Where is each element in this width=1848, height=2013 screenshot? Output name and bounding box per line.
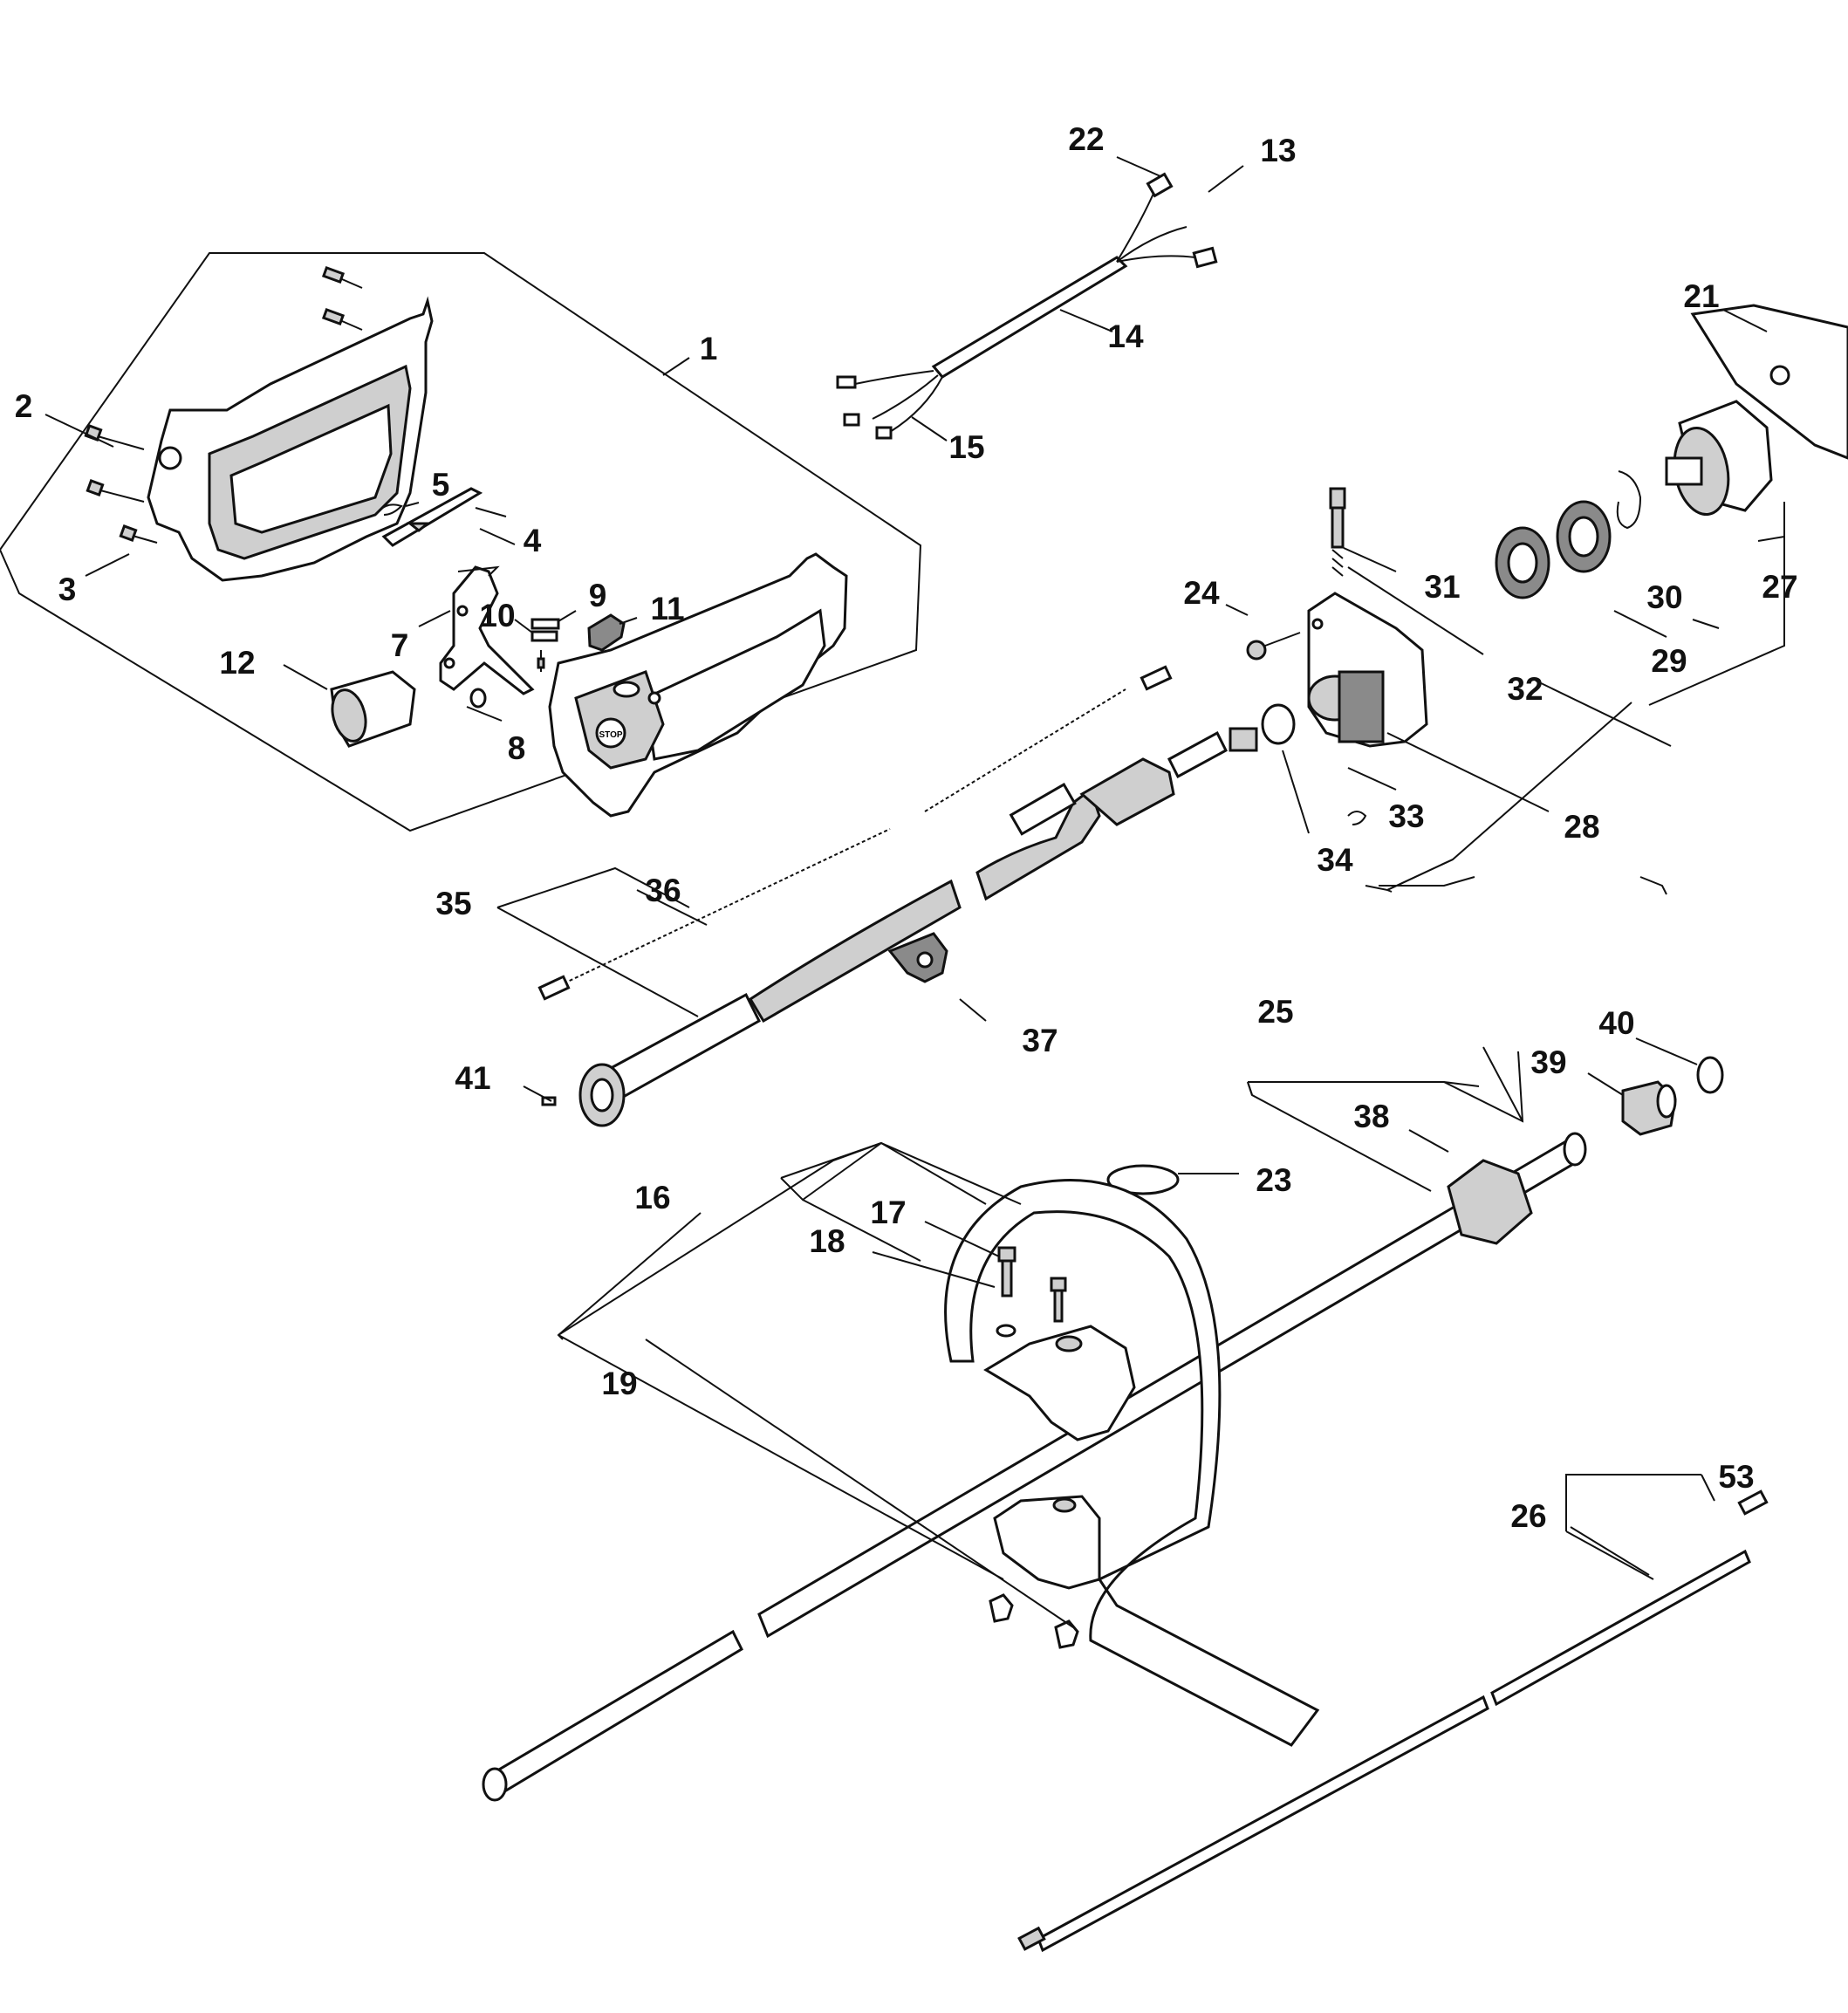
callout-7: 7 bbox=[391, 627, 409, 663]
callout-15: 15 bbox=[948, 429, 984, 465]
sleeve-part-12 bbox=[330, 670, 416, 748]
callout-33: 33 bbox=[1388, 798, 1424, 834]
callout-29: 29 bbox=[1651, 643, 1687, 679]
main-shaft-part-25 bbox=[482, 1132, 1587, 1802]
callout-38: 38 bbox=[1353, 1099, 1389, 1134]
callout-35: 35 bbox=[435, 886, 471, 921]
callout-18: 18 bbox=[809, 1223, 845, 1259]
callout-3: 3 bbox=[58, 572, 77, 607]
callout-22: 22 bbox=[1068, 121, 1104, 157]
callout-labels: 1 2 3 4 5 7 8 9 10 11 12 13 14 15 16 17 … bbox=[15, 121, 1798, 1534]
callout-41: 41 bbox=[455, 1060, 490, 1096]
plate-part-23 bbox=[1106, 1164, 1180, 1195]
callout-39: 39 bbox=[1530, 1044, 1566, 1080]
callout-23: 23 bbox=[1256, 1162, 1291, 1198]
clamp-part-37 bbox=[887, 932, 948, 983]
fitting-part-39 bbox=[1621, 1080, 1677, 1136]
drive-tube-part-35 bbox=[578, 730, 1228, 1127]
bolts-part-18 bbox=[996, 1246, 1067, 1338]
handle-right-half: STOP bbox=[548, 552, 848, 818]
drive-shaft-core-part-36 bbox=[537, 665, 1173, 1001]
callout-32: 32 bbox=[1507, 671, 1543, 707]
callout-31: 31 bbox=[1424, 569, 1460, 605]
small-parts-9-10 bbox=[530, 618, 560, 672]
callout-36: 36 bbox=[645, 873, 681, 908]
callout-37: 37 bbox=[1022, 1023, 1057, 1058]
callout-19: 19 bbox=[601, 1366, 637, 1401]
callout-27: 27 bbox=[1762, 569, 1797, 605]
trigger-part-7 bbox=[439, 565, 535, 695]
callout-1: 1 bbox=[700, 331, 718, 366]
callout-30: 30 bbox=[1646, 579, 1682, 615]
wiring-harness bbox=[836, 172, 1218, 440]
circlip-part-33 bbox=[1347, 811, 1367, 825]
callout-10: 10 bbox=[479, 598, 515, 633]
callout-11: 11 bbox=[650, 591, 684, 626]
handle-assembly-outline bbox=[0, 252, 922, 832]
leader-lines bbox=[44, 156, 1785, 1628]
callout-4: 4 bbox=[524, 523, 542, 558]
callout-2: 2 bbox=[15, 388, 33, 424]
bearings-part-29 bbox=[1495, 500, 1612, 599]
clutch-drum-part-27 bbox=[1665, 400, 1773, 517]
switch-part-11 bbox=[587, 613, 626, 652]
callout-21: 21 bbox=[1683, 278, 1719, 314]
callout-26: 26 bbox=[1510, 1498, 1546, 1534]
spring-part-8 bbox=[469, 688, 487, 709]
callout-16: 16 bbox=[634, 1180, 670, 1215]
callout-28: 28 bbox=[1564, 809, 1599, 845]
callout-40: 40 bbox=[1598, 1005, 1634, 1041]
throttle-lever-part-4 bbox=[381, 487, 483, 547]
gasket-part-21 bbox=[1690, 304, 1848, 460]
flex-shaft-part-26 bbox=[1017, 1549, 1751, 1953]
callout-5: 5 bbox=[432, 467, 450, 503]
callout-25: 25 bbox=[1257, 994, 1293, 1030]
fitting-part-53 bbox=[1737, 1489, 1769, 1516]
callout-14: 14 bbox=[1107, 318, 1144, 354]
stop-switch-label: STOP bbox=[599, 730, 622, 740]
spring-part-5 bbox=[379, 503, 403, 516]
nut-part-38 bbox=[1447, 1159, 1533, 1245]
handle-left-half bbox=[147, 296, 434, 582]
handle-clamp-part-16 bbox=[983, 1325, 1136, 1590]
bolt-part-31 bbox=[1329, 487, 1346, 577]
callout-24: 24 bbox=[1183, 575, 1220, 611]
gear-housing-part-32 bbox=[1307, 592, 1428, 748]
circlip-part-30 bbox=[1616, 470, 1642, 530]
callout-12: 12 bbox=[219, 645, 255, 681]
screws-parts-2-3 bbox=[84, 424, 158, 544]
callout-9: 9 bbox=[589, 578, 607, 613]
callout-13: 13 bbox=[1260, 133, 1296, 168]
coupling-part-34 bbox=[1229, 703, 1296, 752]
loop-handle-part-17 bbox=[944, 1179, 1320, 1747]
handle-screws-top bbox=[321, 265, 363, 331]
pin-part-41 bbox=[541, 1096, 557, 1106]
oring-part-40 bbox=[1696, 1056, 1724, 1094]
callout-8: 8 bbox=[508, 730, 526, 766]
callout-17: 17 bbox=[870, 1195, 906, 1230]
screw-part-24 bbox=[1246, 632, 1301, 661]
callout-53: 53 bbox=[1718, 1459, 1754, 1495]
callout-34: 34 bbox=[1317, 842, 1353, 878]
